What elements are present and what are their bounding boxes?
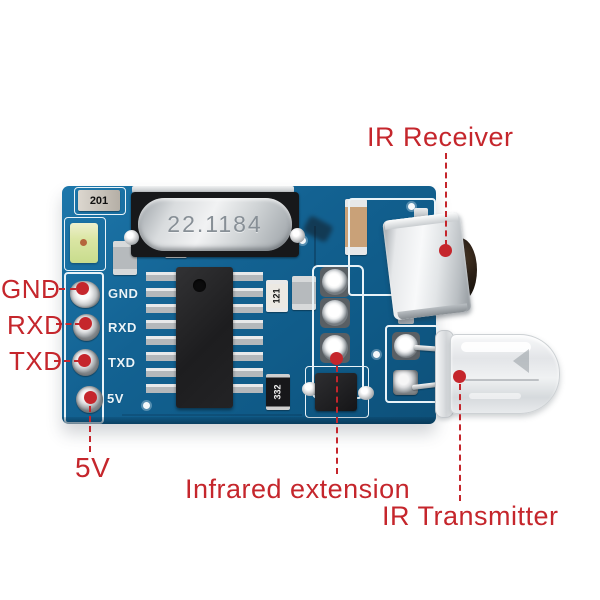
callout-dot-rxd [79, 317, 92, 330]
pin-label-txd: TXD [108, 355, 136, 370]
callout-line-gnd [48, 288, 76, 290]
smd-resistor-201: 201 [78, 190, 120, 211]
callout-line-txd [54, 360, 80, 362]
solder-blob [124, 230, 139, 245]
extension-header-hole [320, 298, 350, 328]
callout-line-infrared-extension [336, 366, 338, 474]
ir-led-pad-square [393, 370, 418, 395]
callout-line-ir-transmitter [459, 384, 461, 501]
copper-trace [314, 226, 316, 268]
callout-line-rxd [56, 323, 81, 325]
flux-smudge [302, 214, 334, 244]
callout-line-ir-receiver [445, 153, 447, 246]
via [143, 402, 150, 409]
ir-receiver-can [382, 211, 472, 321]
callout-dot-5v [84, 391, 97, 404]
crystal-oscillator: 22.1184 [138, 198, 292, 251]
ic-chip [176, 267, 233, 408]
power-led [70, 223, 98, 263]
solder-blob [290, 228, 305, 243]
callout-dot-ir-receiver [439, 244, 452, 257]
ir-led-dome [450, 334, 560, 414]
callout-dot-infrared-extension [330, 352, 343, 365]
led-highlight [461, 342, 531, 352]
ic-pins-left [146, 272, 176, 400]
pcb-bottom-edge [62, 417, 436, 424]
resistor-121-marking: 121 [272, 288, 282, 304]
solder-blob [358, 386, 374, 400]
via [373, 351, 380, 358]
silkscreen-box-led [64, 217, 106, 271]
copper-trace [122, 414, 302, 416]
callout-dot-gnd [76, 282, 89, 295]
callout-5v: 5V [75, 452, 111, 483]
led-seam [465, 379, 539, 381]
smd-resistor-332: 332 [266, 374, 290, 410]
led-highlight [469, 393, 521, 399]
resistor-201-marking: 201 [89, 194, 109, 207]
callout-infrared-extension: Infrared extension [185, 474, 411, 504]
silkscreen-box-r201 [74, 187, 126, 215]
tinned-strip [132, 186, 294, 193]
callout-line-5v [89, 406, 91, 452]
pin-label-gnd: GND [108, 286, 139, 301]
callout-ir-receiver: IR Receiver [367, 122, 514, 152]
callout-gnd: GND [1, 274, 61, 304]
resistor-332-marking: 332 [273, 384, 283, 400]
crystal-marking: 22.1184 [167, 211, 263, 237]
callout-txd: TXD [9, 346, 63, 376]
callout-ir-transmitter: IR Transmitter [382, 501, 559, 531]
smd-capacitor-tan [345, 199, 367, 255]
smd-resistor-121: 121 [266, 280, 288, 312]
pin-label-rxd: RXD [108, 320, 137, 335]
extension-header-hole [320, 267, 350, 297]
callout-dot-txd [78, 354, 91, 367]
solder-blob [302, 382, 318, 396]
via [408, 203, 415, 210]
callout-dot-ir-transmitter [453, 370, 466, 383]
pin-label-5v: 5V [107, 391, 124, 406]
pcb-board: GND RXD TXD 5V 201 22.1184 121 [62, 186, 560, 424]
led-reflection [513, 349, 529, 373]
ic-pins-right [233, 272, 263, 400]
callout-rxd: RXD [7, 310, 64, 340]
ic-pin1-dot [193, 279, 206, 292]
